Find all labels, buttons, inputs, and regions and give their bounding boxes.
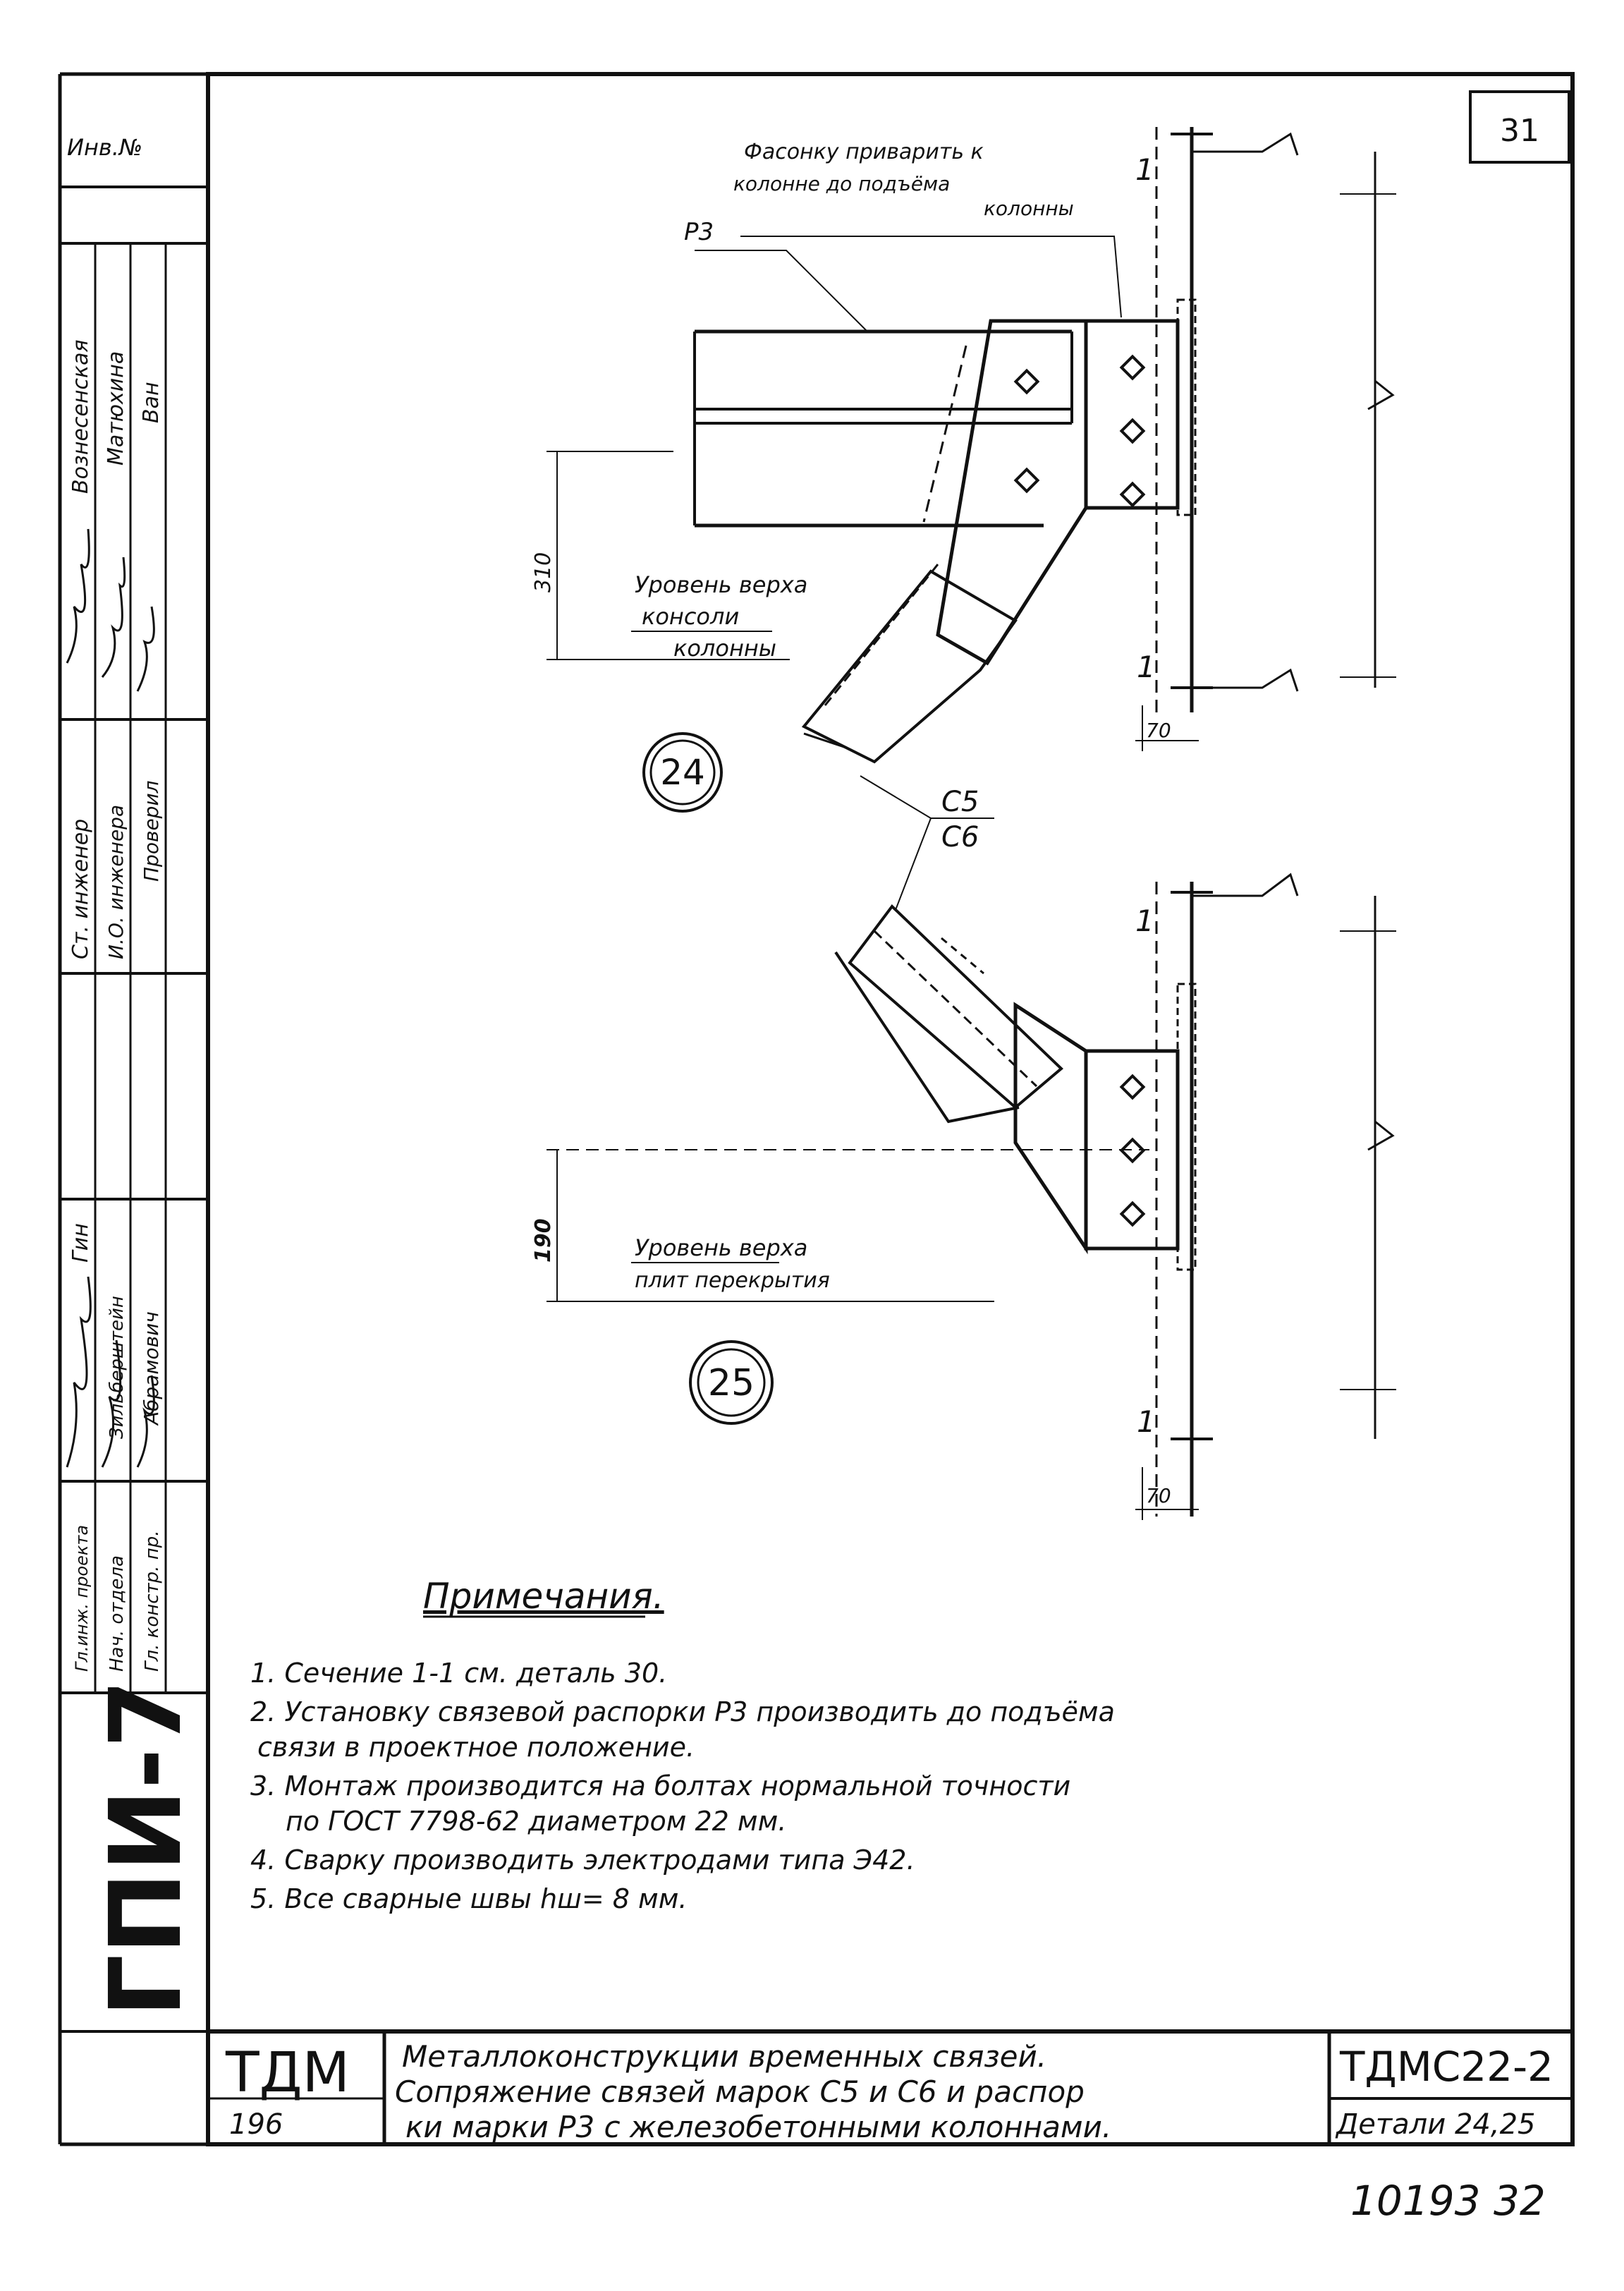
inv-label: Инв.№ <box>67 134 142 161</box>
signature-scribble <box>136 606 155 692</box>
stamp-name-5: Абрамович <box>140 1311 163 1426</box>
section-mark-top-25: 1 <box>1135 904 1154 938</box>
detail-24: Фасонку приварить к колонне до подъёма к… <box>531 127 1396 813</box>
dimension-70: 70 <box>1146 719 1171 742</box>
note-2: 2. Установку связевой распорки Р3 произв… <box>250 1696 1115 1727</box>
note-gusset-line-3: колонны <box>984 197 1074 220</box>
signature-scribble <box>136 1375 155 1468</box>
note-1: 1. Сечение 1-1 см. деталь 30. <box>250 1658 667 1689</box>
label-strut-p3: Р3 <box>684 218 714 246</box>
title-line-1: Металлоконструкции временных связей. <box>402 2039 1046 2074</box>
dimension-310: 310 <box>531 552 556 592</box>
note-2b: связи в проектное положение. <box>257 1732 695 1763</box>
level-label-25-line-1: Уровень верха <box>635 1234 807 1261</box>
section-mark-bottom: 1 <box>1137 650 1156 684</box>
note-3b: по ГОСТ 7798-62 диаметром 22 мм. <box>286 1806 786 1837</box>
dimension-190: 190 <box>531 1218 556 1263</box>
stamp-role-3: Ст. инженер <box>68 819 93 959</box>
detail-25: 190 Уровень верха плит перекрытия 1 1 70… <box>531 873 1396 1520</box>
side-stamp: Инв.№ Вознесенская Матюхина Ван Ст. инже… <box>60 134 208 2033</box>
notes: Примечания. 1. Сечение 1-1 см. деталь 30… <box>250 1576 1115 1914</box>
note-5: 5. Все сварные швы hш= 8 мм. <box>250 1883 687 1914</box>
sheet-number: 31 <box>1500 113 1539 149</box>
details-label: Детали 24,25 <box>1335 2108 1535 2141</box>
brace-label-c6: С6 <box>941 821 979 853</box>
signature-scribble <box>66 1276 92 1468</box>
note-3: 3. Монтаж производится на болтах нормаль… <box>250 1770 1070 1801</box>
brace-label: С5 С6 <box>860 775 994 911</box>
stamp-role-2: Гл. констр. пр. <box>142 1531 163 1672</box>
level-label-line-2: консоли <box>642 603 739 630</box>
stamp-role-5: Проверил <box>140 780 163 882</box>
note-gusset-line-2: колонне до подъёма <box>733 172 950 195</box>
level-label-25-line-2: плит перекрытия <box>635 1268 830 1293</box>
stamp-name-4: Зильберштейн <box>106 1296 128 1439</box>
title-line-3: ки марки Р3 с железобетонными колоннами. <box>405 2110 1111 2144</box>
section-mark-top: 1 <box>1135 152 1154 187</box>
stamp-name-2: Ван <box>139 382 164 423</box>
archive-number: 10193 32 <box>1350 2177 1546 2225</box>
detail-24-number: 24 <box>660 752 705 793</box>
stamp-role-4: И.О. инженера <box>104 805 128 959</box>
dimension-70-25: 70 <box>1146 1484 1171 1507</box>
note-4: 4. Сварку производить электродами типа Э… <box>250 1845 915 1876</box>
stamp-name-1: Матюхина <box>104 351 128 466</box>
notes-title: Примечания. <box>423 1576 664 1617</box>
title-line-2: Сопряжение связей марок С5 и С6 и распор <box>395 2074 1085 2109</box>
brace-label-c5: С5 <box>941 786 979 818</box>
org-name: ТДМ <box>225 2041 350 2105</box>
side-code: ГПИ-7 <box>89 1679 204 2017</box>
stamp-role-0: Гл.инж. проекта <box>72 1525 92 1672</box>
stamp-role-1: Нач. отдела <box>106 1555 128 1672</box>
detail-25-number: 25 <box>708 1362 755 1404</box>
section-mark-bottom-25: 1 <box>1137 1404 1156 1439</box>
signature-scribble <box>101 557 126 678</box>
sheet-frame <box>58 72 1575 2146</box>
signature-scribble <box>66 528 90 664</box>
org-number: 196 <box>229 2108 283 2141</box>
sheet-number-box: 31 <box>1469 90 1570 164</box>
title-block: ТДМ 196 Металлоконструкции временных свя… <box>208 2029 1573 2144</box>
stamp-name-3: Гин <box>68 1223 93 1263</box>
drawing-code: ТДМС22-2 <box>1339 2043 1553 2091</box>
level-label-line-3: колонны <box>673 635 776 662</box>
signature-scribble <box>101 1339 122 1468</box>
stamp-name-0: Вознесенская <box>68 339 93 494</box>
level-label-line-1: Уровень верха <box>635 571 807 598</box>
note-gusset-line-1: Фасонку приварить к <box>744 140 984 164</box>
